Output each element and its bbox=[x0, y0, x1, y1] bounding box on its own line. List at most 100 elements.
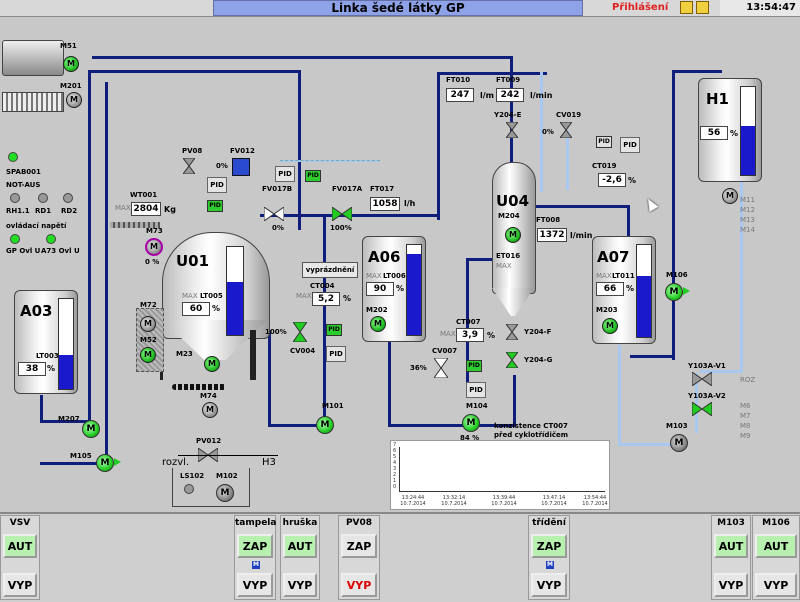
group-title: hruška bbox=[282, 518, 318, 528]
clock: 13:54:47 bbox=[720, 0, 800, 16]
pv08-zap-button[interactable]: ZAP bbox=[341, 534, 377, 558]
y103a-v1-label: Y103A-V1 bbox=[688, 362, 726, 370]
pipe-light bbox=[566, 130, 569, 190]
m106-label: M106 bbox=[666, 271, 688, 279]
level-a03 bbox=[58, 298, 74, 390]
trideni-zap-button[interactable]: ZAP bbox=[531, 534, 567, 558]
motor-m74[interactable]: M bbox=[202, 402, 218, 418]
key-logout-icon[interactable] bbox=[696, 1, 709, 14]
valve-y103a-v2[interactable] bbox=[691, 401, 713, 417]
motor-m72[interactable]: M bbox=[140, 316, 156, 332]
motor-m23[interactable]: M bbox=[204, 356, 220, 372]
pipe bbox=[88, 70, 91, 420]
pid-button[interactable]: PID bbox=[620, 137, 640, 153]
pid-button[interactable]: PID bbox=[326, 346, 346, 362]
trend-subtitle: před cyklotřídičem bbox=[494, 431, 569, 439]
tank-h1-label: H1 bbox=[706, 90, 729, 108]
pipe bbox=[488, 424, 516, 427]
level-u01 bbox=[226, 246, 244, 336]
lt011-value: 66 bbox=[596, 282, 624, 296]
pump-m102[interactable]: M bbox=[216, 484, 234, 502]
trend-ytick: 2 bbox=[393, 472, 397, 478]
wt001-max: MAX bbox=[115, 204, 131, 212]
motor-m204[interactable]: M bbox=[505, 227, 521, 243]
valve-y204f[interactable] bbox=[505, 323, 519, 341]
ft010-unit: l/m bbox=[480, 91, 494, 100]
vsv-vyp-button[interactable]: VYP bbox=[3, 573, 37, 597]
pipe bbox=[323, 214, 326, 424]
pipe bbox=[530, 205, 630, 208]
valve-y204g[interactable] bbox=[505, 351, 519, 369]
trend-chart bbox=[390, 440, 610, 510]
m103-aut-button[interactable]: AUT bbox=[714, 534, 748, 558]
lt006-label: LT006 bbox=[383, 272, 406, 280]
ct007-max: MAX bbox=[440, 330, 456, 338]
trend-xdate: 10.7.2014 bbox=[541, 501, 567, 507]
pipe-light bbox=[740, 180, 743, 370]
trideni-vyp-button[interactable]: VYP bbox=[531, 573, 567, 597]
vyprazdneni-button[interactable]: vyprázdnění bbox=[302, 262, 358, 278]
motor-m202[interactable]: M bbox=[370, 316, 386, 332]
ls102-led bbox=[184, 484, 194, 494]
valve-y204e[interactable] bbox=[505, 121, 519, 139]
tank-a07-label: A07 bbox=[597, 248, 630, 266]
motor-m201[interactable]: M bbox=[66, 92, 82, 108]
pid-button[interactable]: PID bbox=[275, 166, 295, 182]
motor-m52[interactable]: M bbox=[140, 347, 156, 363]
m106-vyp-button[interactable]: VYP bbox=[755, 573, 797, 597]
pump-m101[interactable]: M bbox=[316, 416, 334, 434]
valve-pv08[interactable] bbox=[182, 157, 196, 175]
lt006-max: MAX bbox=[366, 272, 382, 280]
tampela-zap-button[interactable]: ZAP bbox=[237, 534, 273, 558]
vsv-aut-button[interactable]: AUT bbox=[3, 534, 37, 558]
gp-ovl-label: GP Ovl U bbox=[6, 247, 41, 255]
pipe bbox=[92, 56, 512, 59]
m104-pct: 84 % bbox=[460, 434, 480, 442]
hruska-aut-button[interactable]: AUT bbox=[283, 534, 317, 558]
pump-m106[interactable]: M bbox=[665, 283, 683, 301]
pv08-vyp-button[interactable]: VYP bbox=[341, 573, 377, 597]
key-icon[interactable] bbox=[680, 1, 693, 14]
m103-vyp-button[interactable]: VYP bbox=[714, 573, 748, 597]
control-group-m106: M106 AUT VYP bbox=[752, 515, 800, 600]
et016-label: ET016 bbox=[496, 252, 521, 260]
roz-label: ROZ bbox=[740, 376, 756, 384]
motor-m73[interactable]: M bbox=[145, 238, 163, 256]
pump-m104[interactable]: M bbox=[462, 414, 480, 432]
pipe bbox=[40, 462, 108, 465]
valve-y103a-v1[interactable] bbox=[691, 371, 713, 387]
pump-m207[interactable]: M bbox=[82, 420, 100, 438]
motor-m203[interactable]: M bbox=[602, 318, 618, 334]
ft009-unit: l/min bbox=[530, 91, 553, 100]
lt005-unit: % bbox=[212, 304, 221, 313]
pid-button[interactable]: PID bbox=[207, 177, 227, 193]
motor-h1[interactable]: M bbox=[722, 188, 738, 204]
valve-cv019[interactable] bbox=[559, 121, 573, 139]
pump-m103[interactable]: M bbox=[670, 434, 688, 452]
valve-cv004[interactable] bbox=[292, 321, 308, 343]
pipe-light bbox=[695, 373, 698, 433]
wt001-label: WT001 bbox=[130, 191, 158, 199]
valve-cv007[interactable] bbox=[433, 357, 449, 379]
h1-value: 56 bbox=[700, 126, 728, 140]
valve-fv012[interactable] bbox=[232, 158, 250, 176]
pid-button[interactable]: PID bbox=[466, 382, 486, 398]
pipe-light bbox=[618, 443, 673, 446]
pump-m105[interactable]: M bbox=[96, 454, 114, 472]
motor-m51[interactable]: M bbox=[63, 56, 79, 72]
y204f-label: Y204-F bbox=[524, 328, 552, 336]
valve-fv017b[interactable] bbox=[263, 206, 285, 222]
tampela-vyp-button[interactable]: VYP bbox=[237, 573, 273, 597]
control-group-tampela: tampela ZAP M VYP bbox=[234, 515, 276, 600]
valve-fv017a[interactable] bbox=[331, 206, 353, 222]
rh-label: RH1.1 bbox=[6, 207, 30, 215]
control-panel bbox=[0, 512, 800, 602]
y204e-label: Y204-E bbox=[494, 111, 522, 119]
login-link[interactable]: Přihlášení bbox=[612, 2, 669, 13]
m106-aut-button[interactable]: AUT bbox=[755, 534, 797, 558]
trend-ytick: 0 bbox=[393, 484, 397, 490]
ft010-label: FT010 bbox=[446, 76, 471, 84]
level-a06 bbox=[406, 244, 422, 336]
ct004-unit: % bbox=[343, 294, 352, 303]
hruska-vyp-button[interactable]: VYP bbox=[283, 573, 317, 597]
